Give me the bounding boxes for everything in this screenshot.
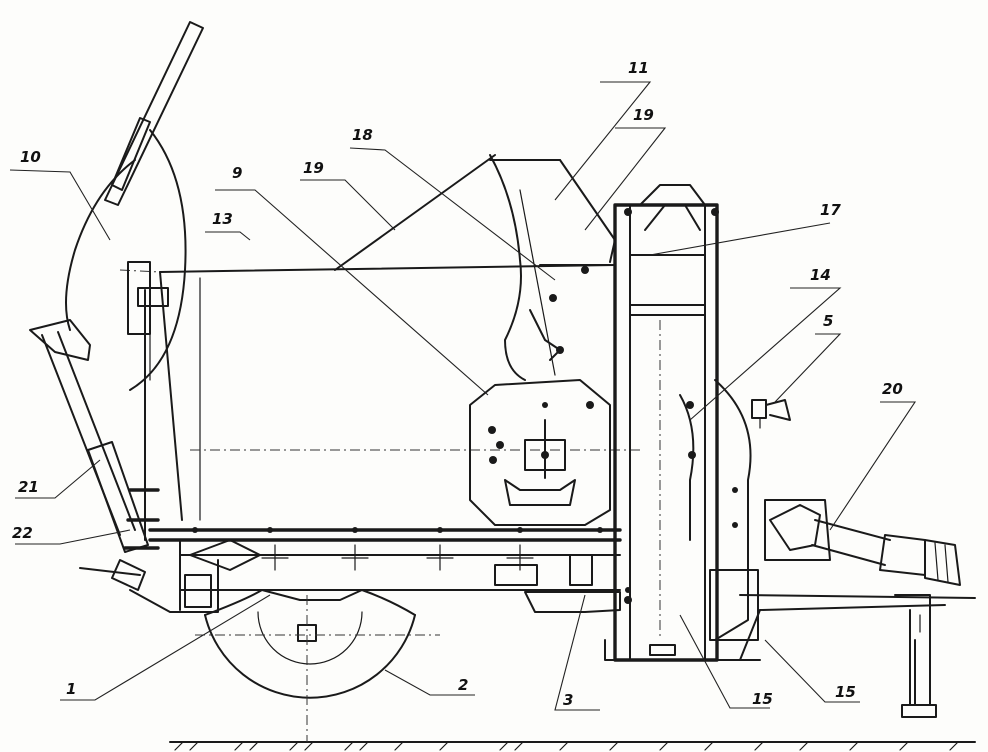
fastener-bolt xyxy=(751,399,791,429)
label-9: 10 xyxy=(20,148,41,166)
ground-line xyxy=(169,741,976,751)
leader-lines xyxy=(9,81,917,711)
label-21: 21 xyxy=(18,478,39,496)
label-3: 3 xyxy=(563,691,573,709)
drawbar xyxy=(739,594,976,718)
label-8: 9 xyxy=(232,164,242,182)
part-labels: 10 9 19 13 18 11 19 17 14 5 20 21 22 1 2… xyxy=(12,59,903,709)
label-19-left: 19 xyxy=(303,159,324,177)
label-17: 17 xyxy=(820,201,841,219)
label-10: 11 xyxy=(628,59,649,77)
label-5: 5 xyxy=(823,312,833,330)
wheel xyxy=(195,589,440,742)
cardan-shaft xyxy=(764,499,961,586)
label-13: 14 xyxy=(810,266,831,284)
front-lid xyxy=(65,21,204,391)
label-20: 20 xyxy=(882,380,903,398)
vertical-column xyxy=(604,184,761,662)
label-15: 15 xyxy=(835,683,856,701)
hydraulic-cylinder xyxy=(29,289,160,591)
frame xyxy=(129,527,622,613)
label-19-right: 19 xyxy=(633,106,654,124)
label-22: 22 xyxy=(12,524,33,542)
label-2: 2 xyxy=(458,676,468,694)
hopper-body xyxy=(119,264,640,521)
label-18: 18 xyxy=(352,126,373,144)
label-14: 15 xyxy=(752,690,773,708)
label-1: 1 xyxy=(66,680,76,698)
discharge-mechanism xyxy=(334,154,616,526)
label-11: 13 xyxy=(212,210,233,228)
